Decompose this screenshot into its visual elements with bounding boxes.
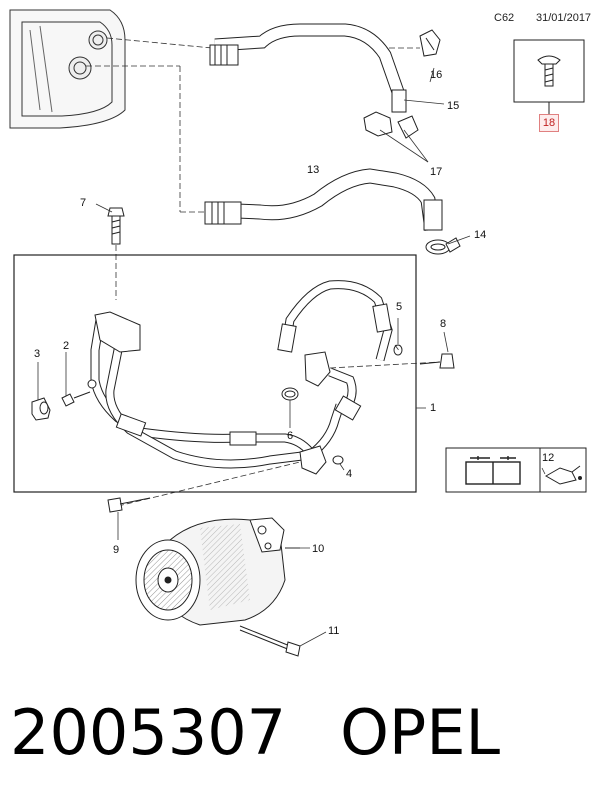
part-footer: 2005307 OPEL xyxy=(10,688,590,778)
callout-12: 12 xyxy=(542,452,555,464)
callout-2: 2 xyxy=(63,340,70,352)
lower-hose-13 xyxy=(204,168,443,231)
service-icons-box xyxy=(445,447,587,493)
wrench-book-icon xyxy=(465,456,521,485)
assembly-box-1 xyxy=(13,254,417,493)
callout-18-highlighted[interactable]: 18 xyxy=(539,114,559,132)
oil-can-icon xyxy=(544,465,582,485)
callout-15: 15 xyxy=(447,100,460,112)
ac-line-assembly xyxy=(90,280,393,469)
compressor-10 xyxy=(135,517,300,626)
callout-16: 16 xyxy=(430,69,443,81)
callout-5: 5 xyxy=(396,301,403,313)
callout-11: 11 xyxy=(328,625,340,637)
brand-name: OPEL xyxy=(340,696,501,769)
line-fittings xyxy=(87,303,392,475)
callout-leaders xyxy=(37,67,546,647)
callout-3: 3 xyxy=(34,348,41,360)
clip-16 xyxy=(419,29,441,57)
firewall-housing xyxy=(9,9,126,129)
callout-8: 8 xyxy=(440,318,447,330)
bolt-11 xyxy=(239,625,301,657)
cap-3 xyxy=(31,397,51,421)
callout-4: 4 xyxy=(346,468,353,480)
callout-9: 9 xyxy=(113,544,120,556)
callout-14: 14 xyxy=(474,229,487,241)
fastener-box-18 xyxy=(513,39,585,114)
callout-17: 17 xyxy=(430,166,443,178)
diagram-date: 31/01/2017 xyxy=(536,12,592,24)
clamp-14 xyxy=(425,237,461,255)
callout-6: 6 xyxy=(287,430,294,442)
callout-1: 1 xyxy=(430,402,437,414)
callout-7: 7 xyxy=(80,197,87,209)
bolt-7 xyxy=(107,207,125,245)
bolt-8 xyxy=(419,353,455,369)
callout-10: 10 xyxy=(312,543,325,555)
bolt-9 xyxy=(107,497,151,513)
diagram-code: C62 xyxy=(494,12,515,24)
upper-hose-15 xyxy=(209,23,407,113)
part-number: 2005307 xyxy=(10,696,287,769)
valve-cap-2 xyxy=(61,391,91,407)
callout-13: 13 xyxy=(307,164,320,176)
bracket-17 xyxy=(363,111,419,139)
